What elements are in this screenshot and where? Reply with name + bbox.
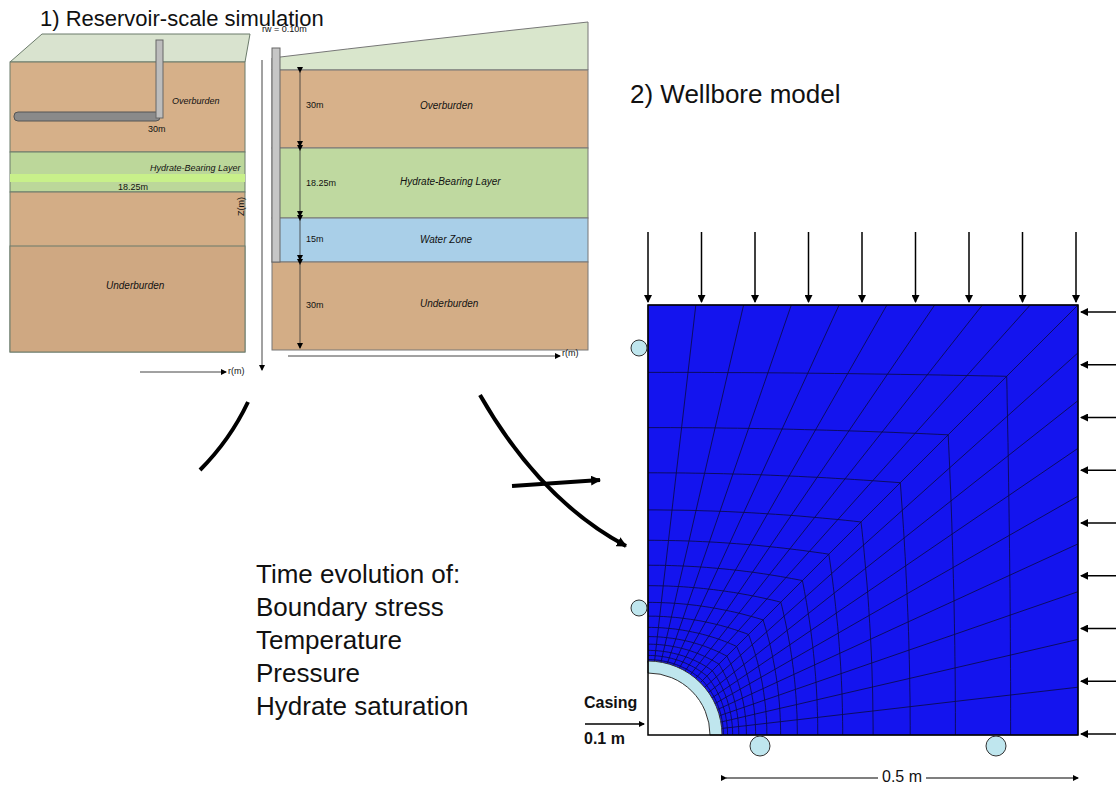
- mesh-line: [648, 655, 728, 735]
- mesh-line: [710, 448, 1078, 699]
- dimension-label: 0.1 m: [584, 730, 625, 748]
- layer-label: Water Zone: [420, 234, 472, 246]
- dimension-label: 18.25m: [306, 178, 336, 188]
- load-arrow: [1081, 681, 1116, 683]
- mesh-line: [667, 305, 792, 666]
- boundary-loads: [648, 232, 1116, 734]
- flow-arrow: [480, 395, 626, 546]
- load-arrow: [1081, 522, 1116, 524]
- mesh-line: [648, 372, 1011, 735]
- dimension-label: 30m: [306, 100, 324, 110]
- dimension-arrow: [585, 723, 644, 725]
- load-arrow: [1081, 733, 1116, 735]
- load-arrow: [808, 232, 810, 302]
- note-text: Time evolution of:: [256, 560, 460, 590]
- load-arrow: [915, 232, 917, 302]
- mesh-line: [678, 305, 887, 670]
- mesh-line: [648, 428, 955, 735]
- axis-label: r(m): [562, 348, 579, 358]
- wellbore-mesh: [648, 305, 1078, 735]
- load-arrow: [1081, 417, 1116, 419]
- mesh-line: [689, 305, 982, 676]
- layer-label: Underburden: [420, 298, 478, 310]
- mesh-line: [699, 305, 1078, 684]
- mesh-line: [718, 592, 1079, 717]
- mesh-line: [673, 305, 840, 667]
- load-arrow: [1081, 575, 1116, 577]
- mesh-line: [707, 401, 1078, 694]
- note-text: Pressure: [256, 659, 360, 689]
- mesh-line: [703, 353, 1078, 689]
- load-arrow: [754, 232, 756, 302]
- reservoir-block: [10, 34, 250, 372]
- layer-label: Overburden: [172, 96, 220, 106]
- part-name: Casing: [584, 694, 637, 712]
- flow-arrow: [512, 480, 600, 486]
- load-arrow: [1075, 232, 1077, 302]
- mesh-line: [720, 687, 1078, 729]
- load-arrow: [861, 232, 863, 302]
- mesh-line: [684, 305, 935, 673]
- layer-label: Underburden: [106, 280, 164, 292]
- mesh-line: [648, 540, 843, 735]
- mesh-line: [648, 627, 756, 735]
- mesh-line: [648, 602, 781, 735]
- dimension-label: 30m: [306, 300, 324, 310]
- load-arrow: [701, 232, 703, 302]
- dimension-label: 15m: [306, 234, 324, 244]
- layer-label: Hydrate-Bearing Layer: [400, 176, 501, 188]
- mesh-line: [661, 305, 744, 664]
- axis-label: Z(m): [236, 197, 246, 216]
- dimension-label: rw = 0.10m: [262, 24, 307, 34]
- mesh-line: [654, 305, 696, 663]
- mesh-line: [648, 644, 739, 735]
- mesh-line: [648, 637, 746, 735]
- dimension-label: 30m: [148, 124, 166, 134]
- mesh-line: [648, 305, 1078, 735]
- load-arrow: [968, 232, 970, 302]
- radial-section: [262, 22, 588, 370]
- note-text: Hydrate saturation: [256, 692, 468, 722]
- note-text: Temperature: [256, 626, 402, 656]
- mesh-line: [648, 473, 910, 735]
- mesh-line: [648, 650, 733, 735]
- note-text: Boundary stress: [256, 593, 444, 623]
- layer-label: Hydrate-Bearing Layer: [150, 163, 241, 173]
- axis-label: r(m): [228, 366, 245, 376]
- mesh-line: [648, 586, 797, 735]
- dimension-label: 18.25m: [118, 182, 148, 192]
- mesh-line: [648, 510, 873, 735]
- load-arrow: [1081, 628, 1116, 630]
- mesh-line: [648, 565, 818, 735]
- layer-label: Overburden: [420, 100, 473, 112]
- load-arrow: [1022, 232, 1024, 302]
- load-arrow: [1081, 364, 1116, 366]
- mesh-line: [713, 496, 1078, 704]
- roller-support: [631, 340, 1006, 756]
- mesh-line: [716, 544, 1078, 711]
- section-heading: 2) Wellbore model: [630, 80, 841, 110]
- load-arrow: [647, 232, 649, 302]
- mesh-line: [719, 639, 1078, 722]
- mesh-line: [694, 305, 1030, 680]
- dimension-label: 0.5 m: [878, 768, 926, 786]
- load-arrow: [1081, 470, 1116, 472]
- load-arrow: [1081, 311, 1116, 313]
- flow-curve: [200, 402, 248, 470]
- mesh-line: [648, 616, 767, 735]
